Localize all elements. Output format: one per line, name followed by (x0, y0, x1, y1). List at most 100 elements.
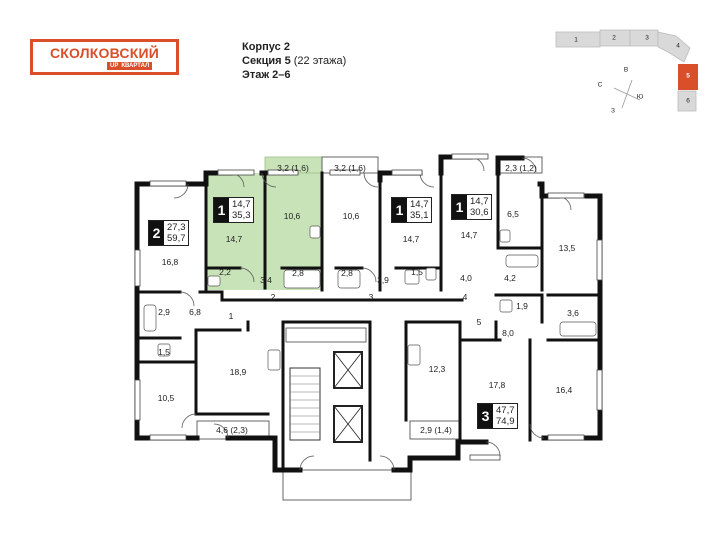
room-area: 1 (228, 311, 234, 321)
room-area: 3,9 (377, 275, 389, 285)
toilet-icon (425, 267, 437, 281)
room-area: 1,5 (411, 267, 423, 277)
room-area: 2,2 (219, 267, 231, 277)
floors-total: (22 этажа) (293, 55, 347, 67)
room-area: 10,6 (342, 211, 360, 221)
room-area: 3,6 (567, 308, 579, 318)
keymap-label-4: 4 (676, 42, 680, 50)
room-area: 1,9 (516, 301, 528, 311)
compass-west: З (611, 107, 615, 115)
logo-brand: СКОЛКОВСКИЙ (49, 45, 159, 61)
stove-icon (499, 229, 511, 243)
room-area: 5 (476, 317, 482, 327)
walls (134, 154, 603, 473)
section-label: Секция 5 (242, 55, 291, 67)
keymap-label-2: 2 (612, 34, 616, 42)
bathtub-icon (283, 269, 321, 289)
stove-icon (407, 344, 421, 366)
apartment-total-area: 30,6 (470, 207, 489, 218)
toilet-icon (157, 343, 171, 357)
apartment-rooms: 1 (214, 198, 229, 222)
room-area: 6,8 (189, 307, 201, 317)
room-area: 14,7 (225, 234, 243, 244)
core (285, 327, 367, 443)
room-area: 16,8 (161, 257, 179, 267)
room-area: 14,7 (460, 230, 478, 240)
keymap-section-5 (678, 64, 698, 90)
room-area: 14,7 (402, 234, 420, 244)
room-area: 17,8 (488, 380, 506, 390)
stove-icon (267, 349, 281, 371)
compass-north: С (597, 81, 603, 89)
room-area: 16,4 (555, 385, 573, 395)
room-area: 6,5 (507, 209, 519, 219)
keymap-label-3: 3 (645, 34, 649, 42)
bathtub-icon (337, 269, 361, 289)
apartment-living-area: 47,7 (496, 405, 515, 416)
logo-up: UP (110, 63, 119, 69)
bathtub-icon (505, 254, 539, 268)
compass-icon (613, 79, 641, 109)
apartment-living-area: 14,7 (410, 199, 429, 210)
apartment-total-area: 74,9 (496, 416, 515, 427)
room-area: 2,8 (292, 268, 304, 278)
balcony-area: 3,2 (1,6) (277, 163, 309, 173)
section-line: Секция 5 (22 этажа) (242, 54, 346, 68)
apartment-living-area: 14,7 (470, 196, 489, 207)
sink-icon (404, 269, 420, 285)
floor-label: Этаж 2–6 (242, 69, 291, 81)
keymap-label-1: 1 (574, 36, 578, 44)
room-area: 10,5 (157, 393, 175, 403)
keymap-label-6: 6 (686, 97, 690, 105)
room-area: 13,5 (558, 243, 576, 253)
building-label: Корпус 2 (242, 41, 290, 53)
apartment-living-area: 14,7 (232, 199, 251, 210)
room-area: 12,3 (428, 364, 446, 374)
balcony-area: 2,9 (1,4) (420, 425, 452, 435)
room-area: 10,6 (283, 211, 301, 221)
balcony-area: 4,6 (2,3) (216, 425, 248, 435)
sink-icon (207, 275, 221, 287)
room-area: 4 (462, 292, 468, 302)
room-area: 4,0 (460, 273, 472, 283)
balcony-area: 2,3 (1,2) (505, 163, 537, 173)
room-area: 18,9 (229, 367, 247, 377)
stove-icon (309, 225, 321, 239)
keymap-section-4 (657, 31, 691, 63)
room-area: 3 (368, 292, 374, 302)
apartment-total-area: 35,1 (410, 210, 429, 221)
room-area: 1,5 (158, 347, 170, 357)
sanitary-fixtures (143, 225, 597, 371)
compass-east: В (623, 66, 629, 74)
balcony-area: 3,2 (1,6) (334, 163, 366, 173)
room-area: 2 (270, 292, 276, 302)
room-area: 8,0 (502, 328, 514, 338)
keymap-label-5: 5 (686, 72, 690, 80)
room-area: 2,9 (158, 307, 170, 317)
apartment-rooms: 3 (478, 404, 493, 428)
bathtub-icon (559, 321, 597, 337)
apartment-total-area: 35,3 (232, 210, 251, 221)
plan-info: Корпус 2 Секция 5 (22 этажа) Этаж 2–6 (242, 40, 346, 82)
compass-south: Ю (636, 93, 644, 101)
room-area: 4,2 (504, 273, 516, 283)
toilet-icon (499, 299, 513, 313)
bathtub-icon (143, 304, 157, 332)
apartment-total-area: 59,7 (167, 233, 186, 244)
apartment-rooms: 1 (392, 198, 407, 222)
logo-quarter: КВАРТАЛ (121, 63, 150, 69)
apartment-rooms: 2 (149, 221, 164, 245)
